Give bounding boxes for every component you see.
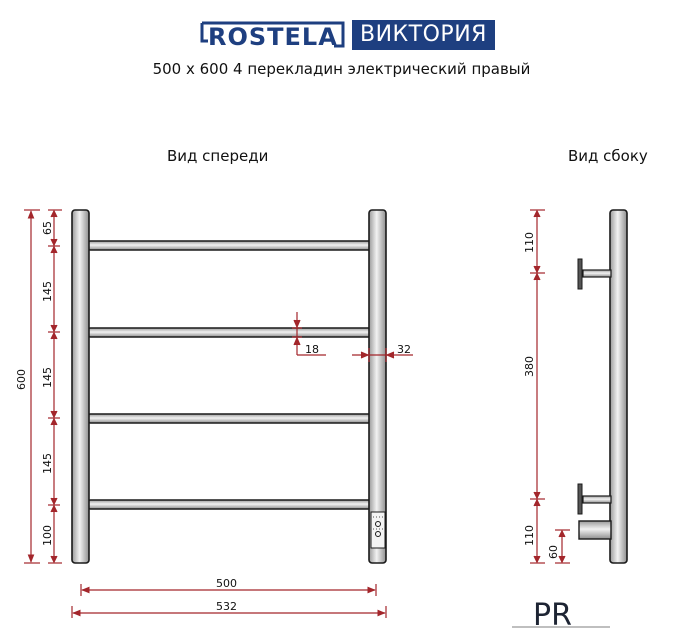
dim-heater-label: 60 bbox=[547, 545, 560, 559]
dim-segment-label: 145 bbox=[41, 453, 54, 474]
dim-segments bbox=[48, 209, 62, 564]
rung bbox=[85, 413, 375, 424]
dim-bar-diameter bbox=[292, 312, 326, 356]
side-view: 110 380 110 60 bbox=[523, 209, 628, 564]
dim-532-label: 532 bbox=[216, 600, 237, 613]
dim-side-top-label: 110 bbox=[523, 232, 536, 253]
dim-side-vertical bbox=[530, 209, 545, 564]
product-subtitle: 500 х 600 4 перекладин электрический пра… bbox=[152, 60, 531, 78]
rung bbox=[85, 327, 375, 338]
right-post bbox=[368, 209, 387, 564]
dim-inner-width bbox=[80, 584, 377, 596]
dim-heater-height bbox=[555, 529, 570, 564]
svg-text:ROSTELA: ROSTELA bbox=[208, 23, 338, 50]
dim-600-label: 600 bbox=[15, 369, 28, 390]
dim-outer-width bbox=[71, 606, 387, 618]
dim-500-label: 500 bbox=[216, 577, 237, 590]
side-post bbox=[609, 209, 628, 564]
rung bbox=[85, 240, 375, 251]
dim-18-label: 18 bbox=[305, 343, 319, 356]
dim-total-height bbox=[24, 209, 40, 564]
dim-segment-label: 145 bbox=[41, 281, 54, 302]
heater-control-icon bbox=[370, 511, 386, 549]
svg-text:PR: PR bbox=[533, 598, 572, 633]
rung bbox=[85, 499, 375, 510]
rostela-logo-icon: ROSTELA bbox=[200, 21, 345, 51]
rostela-logo: ROSTELA bbox=[200, 20, 346, 51]
heater-element bbox=[578, 520, 612, 540]
dim-segment-label: 100 bbox=[41, 525, 54, 546]
wall-mount-bottom bbox=[577, 483, 612, 515]
pr-logo-icon: PR bbox=[512, 598, 610, 633]
dim-side-bottom-label: 110 bbox=[523, 525, 536, 546]
front-view: 600 65 145 145 145 100 18 bbox=[15, 209, 413, 618]
dim-side-spacing-label: 380 bbox=[523, 356, 536, 377]
left-post bbox=[71, 209, 90, 564]
side-view-title: Вид сбоку bbox=[568, 147, 648, 165]
dim-segment-label: 65 bbox=[41, 221, 54, 235]
front-view-title: Вид спереди bbox=[167, 147, 269, 165]
dim-32-label: 32 bbox=[397, 343, 411, 356]
brand-header: ROSTELA ВИКТОРИЯ bbox=[200, 20, 495, 51]
model-name: ВИКТОРИЯ bbox=[352, 20, 495, 50]
dim-segment-label: 145 bbox=[41, 367, 54, 388]
wall-mount-top bbox=[577, 258, 612, 290]
dim-post-diameter bbox=[352, 348, 413, 362]
